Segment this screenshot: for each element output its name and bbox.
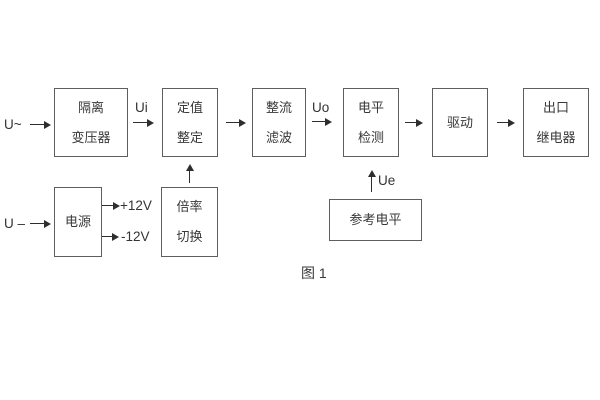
block-label-line: 驱动	[446, 114, 473, 130]
figure-caption: 图 1	[301, 265, 327, 281]
block-label-line: 电平	[357, 99, 384, 115]
block-label-line: 变压器	[71, 129, 111, 145]
block-label-line: 出口	[542, 99, 569, 115]
block-isolation-transformer: 隔离 变压器	[54, 88, 128, 157]
block-driver: 驱动	[432, 88, 488, 157]
block-label-line: 隔离	[77, 99, 104, 115]
signal-label-ue: Ue	[378, 173, 396, 188]
block-label-line: 整定	[176, 129, 203, 145]
block-label-line: 电源	[64, 214, 91, 229]
block-label-line: 切换	[176, 229, 203, 244]
signal-label-uo: Uo	[312, 100, 330, 115]
arrow-power-to-pos12v	[102, 202, 120, 210]
arrow-power-to-neg12v	[102, 233, 119, 241]
block-power-supply: 电源	[54, 187, 102, 257]
input-label-u-ac: U~	[4, 117, 22, 132]
block-output-relay: 出口 继电器	[523, 88, 589, 157]
block-reference-level: 参考电平	[329, 199, 422, 241]
arrow-reference-level-to-level-detector	[368, 170, 376, 192]
block-ratio-switch: 倍率 切换	[161, 187, 218, 257]
arrow-ratio-switch-to-setpoint	[186, 164, 194, 183]
input-label-u-dc: U –	[4, 216, 26, 231]
arrow-level-detector-to-driver	[405, 119, 423, 127]
arrow-rectifier-to-level-detector	[312, 118, 332, 126]
block-rectifier-filter: 整流 滤波	[252, 88, 306, 157]
block-label-line: 检测	[357, 129, 384, 145]
block-setpoint-adjust: 定值 整定	[162, 88, 218, 157]
block-label-line: 整流	[265, 99, 292, 115]
block-label-line: 参考电平	[349, 212, 402, 227]
rail-label-neg12v: -12V	[121, 229, 150, 244]
rail-label-pos12v: +12V	[120, 198, 152, 213]
block-label-line: 定值	[176, 99, 203, 115]
block-label-line: 倍率	[176, 199, 203, 214]
block-level-detector: 电平 检测	[343, 88, 399, 157]
arrow-driver-to-output-relay	[497, 119, 515, 127]
arrow-setpoint-to-rectifier	[226, 119, 246, 127]
block-label-line: 滤波	[265, 129, 292, 145]
arrow-uac-to-isolation-transformer	[30, 121, 51, 129]
block-label-line: 继电器	[536, 129, 576, 145]
signal-label-ui: Ui	[135, 100, 148, 115]
arrow-udc-to-power-supply	[30, 220, 51, 228]
arrow-isolation-transformer-to-setpoint	[133, 119, 154, 127]
